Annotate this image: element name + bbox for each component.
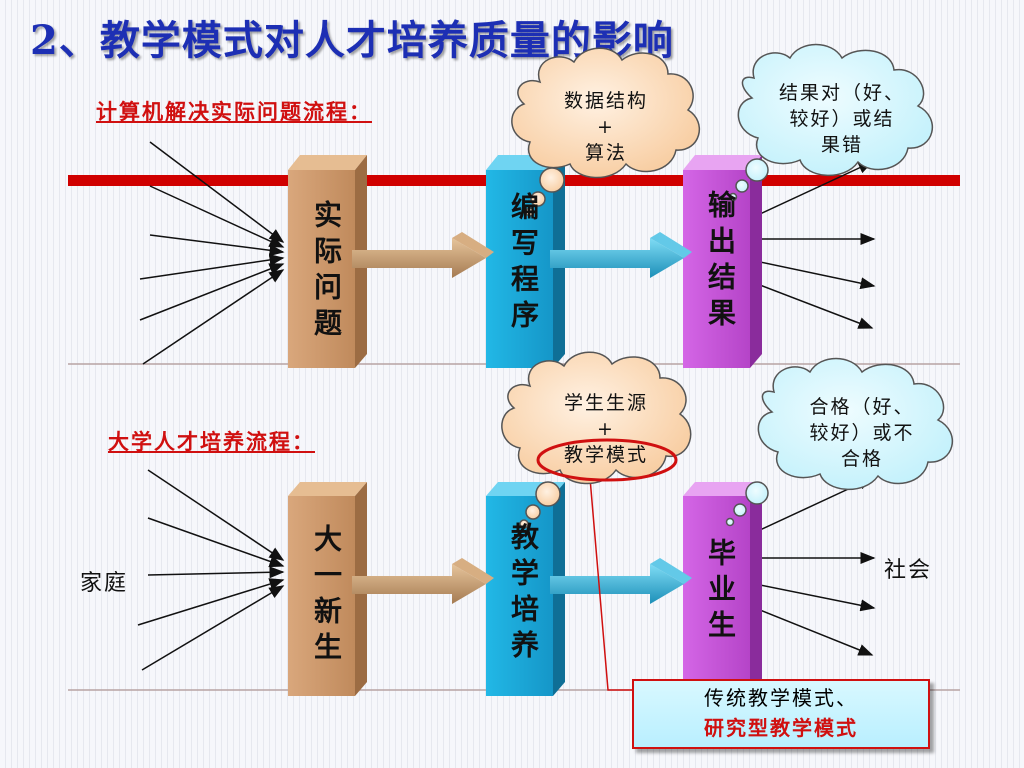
block-arrow-tan-bottom	[352, 558, 494, 604]
block-arrow-cyan-top	[550, 232, 692, 278]
box5-label: 教学培养	[507, 522, 540, 666]
society-label: 社会	[884, 558, 933, 583]
callout-line1: 传统教学模式、	[704, 686, 858, 710]
box2-label: 编写程序	[507, 192, 540, 336]
callout-connector	[589, 477, 632, 691]
process1-label: 计算机解决实际问题流程：	[96, 99, 372, 124]
cloud-result-bottom-text: 合格（好、 较好）或不 合格	[809, 396, 915, 470]
cloud-algorithm	[511, 47, 700, 217]
block-arrow-cyan-bottom	[550, 558, 692, 604]
box-output-result	[683, 155, 762, 368]
cloud-student-source	[501, 351, 692, 529]
box6-label: 毕业生	[704, 538, 737, 646]
process2-label: 大学人才培养流程：	[108, 429, 315, 454]
callout-line2: 研究型教学模式	[704, 716, 858, 740]
teaching-mode-callout: 传统教学模式、 研究型教学模式	[632, 679, 930, 749]
incoming-arrows-top	[139, 141, 285, 365]
cloud-result-top-text: 结果对（好、 较好）或结 果错	[778, 82, 905, 156]
incoming-arrows-bottom	[137, 469, 285, 671]
box-freshman	[288, 482, 367, 696]
page-title: 2、教学模式对人才培养质量的影响	[30, 17, 674, 64]
block-arrow-tan-top	[352, 232, 494, 278]
cloud-algorithm-text: 数据结构 + 算法	[563, 90, 648, 164]
box3-label: 输出结果	[704, 190, 737, 334]
box4-label: 大一新生	[310, 524, 343, 668]
family-label: 家庭	[80, 571, 129, 596]
outgoing-arrows-top	[759, 161, 876, 329]
cloud-result-bottom	[725, 357, 954, 527]
box-graduate	[683, 482, 762, 696]
box1-label: 实际问题	[310, 200, 343, 344]
outgoing-arrows-bottom	[759, 477, 876, 656]
highlight-ellipse	[536, 438, 678, 482]
cloud-student-source-text: 学生生源 + 教学模式	[563, 392, 648, 466]
cloud-result-top	[728, 43, 934, 202]
